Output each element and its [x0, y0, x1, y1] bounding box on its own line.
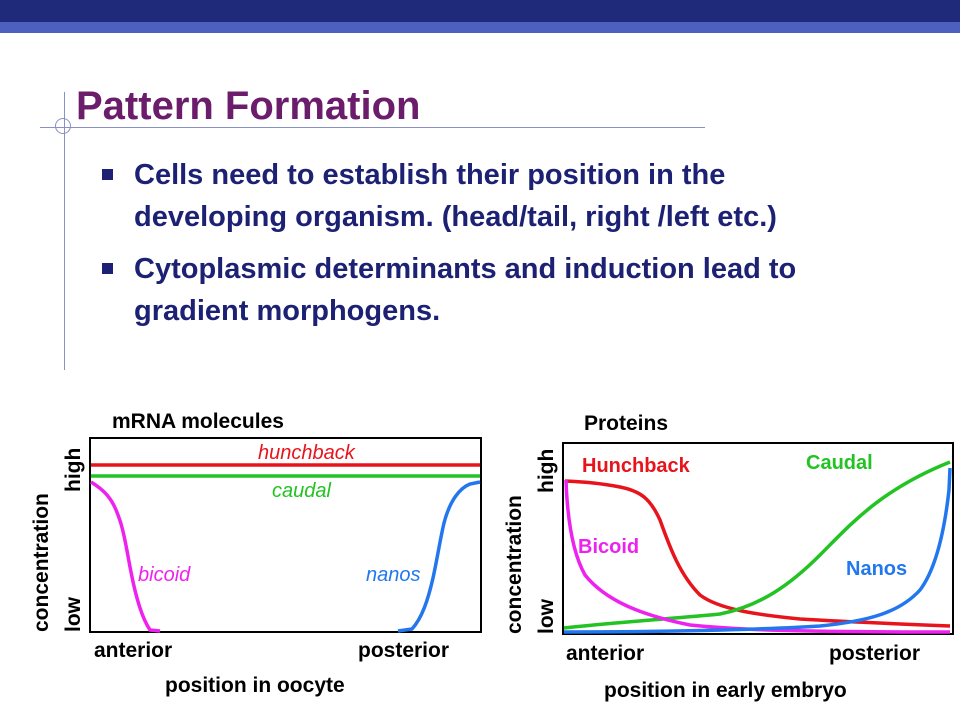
left-x-axis-label: position in oocyte	[165, 674, 345, 697]
left-bicoid-label: bicoid	[138, 564, 191, 586]
top-banner-light	[0, 22, 960, 33]
bullet-item: Cytoplasmic determinants and induction l…	[100, 248, 880, 332]
right-x-posterior-label: posterior	[829, 642, 920, 665]
right-bicoid-label: Bicoid	[578, 536, 639, 558]
right-nanos-curve	[563, 467, 952, 634]
left-nanos-label: nanos	[366, 564, 421, 586]
left-nanos-curve	[397, 480, 481, 633]
bullet-text: Cells need to establish their position i…	[134, 159, 777, 233]
square-bullet-icon	[102, 169, 113, 180]
left-bicoid-curve	[90, 480, 161, 633]
title-rule-horizontal	[40, 127, 705, 128]
right-x-axis-label: position in early embryo	[604, 679, 847, 702]
right-nanos-label: Nanos	[846, 558, 907, 580]
bullet-text: Cytoplasmic determinants and induction l…	[134, 253, 797, 327]
right-plot-frame	[562, 442, 954, 635]
left-caudal-label: caudal	[272, 480, 331, 502]
right-y-low-label: low	[535, 598, 558, 634]
right-caudal-label: Caudal	[806, 452, 873, 474]
left-chart: mRNA molecules concentration high low an…	[30, 410, 482, 697]
right-y-high-label: high	[535, 449, 558, 493]
left-hunchback-label: hunchback	[258, 442, 356, 464]
title-rule-vertical	[64, 92, 65, 370]
square-bullet-icon	[102, 263, 113, 274]
right-hunchback-label: Hunchback	[582, 455, 691, 477]
right-chart-heading: Proteins	[584, 412, 668, 435]
right-caudal-curve	[563, 460, 951, 630]
right-y-axis-label: concentration	[503, 495, 526, 634]
slide-title: Pattern Formation	[76, 84, 421, 128]
left-x-anterior-label: anterior	[94, 639, 172, 662]
left-y-high-label: high	[62, 448, 85, 492]
right-x-anterior-label: anterior	[566, 642, 644, 665]
right-bicoid-curve	[564, 479, 951, 634]
left-x-posterior-label: posterior	[358, 639, 449, 662]
left-y-axis-label: concentration	[30, 493, 53, 632]
top-banner-dark	[0, 0, 960, 22]
left-chart-heading: mRNA molecules	[112, 410, 284, 433]
bullet-list: Cells need to establish their position i…	[100, 154, 880, 342]
bullet-item: Cells need to establish their position i…	[100, 154, 880, 238]
crosshair-circle-icon	[55, 118, 71, 134]
left-y-low-label: low	[62, 596, 85, 632]
right-chart: Proteins concentration high low anterior…	[503, 412, 954, 702]
left-plot-frame	[89, 437, 482, 633]
